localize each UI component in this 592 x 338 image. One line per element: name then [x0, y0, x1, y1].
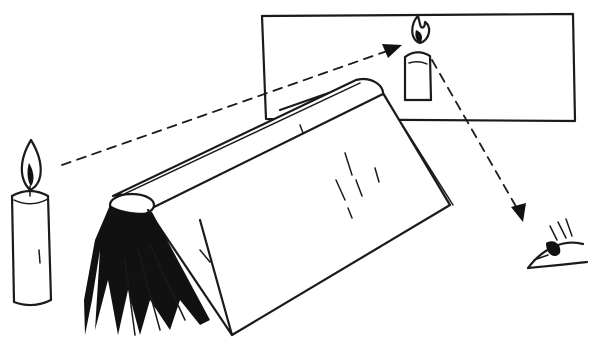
book — [84, 79, 453, 335]
candle — [12, 140, 51, 305]
virtual-candle-image — [405, 16, 431, 100]
reflected-flame-icon — [412, 16, 429, 43]
flame-icon — [22, 140, 41, 196]
eye-icon — [528, 219, 587, 268]
